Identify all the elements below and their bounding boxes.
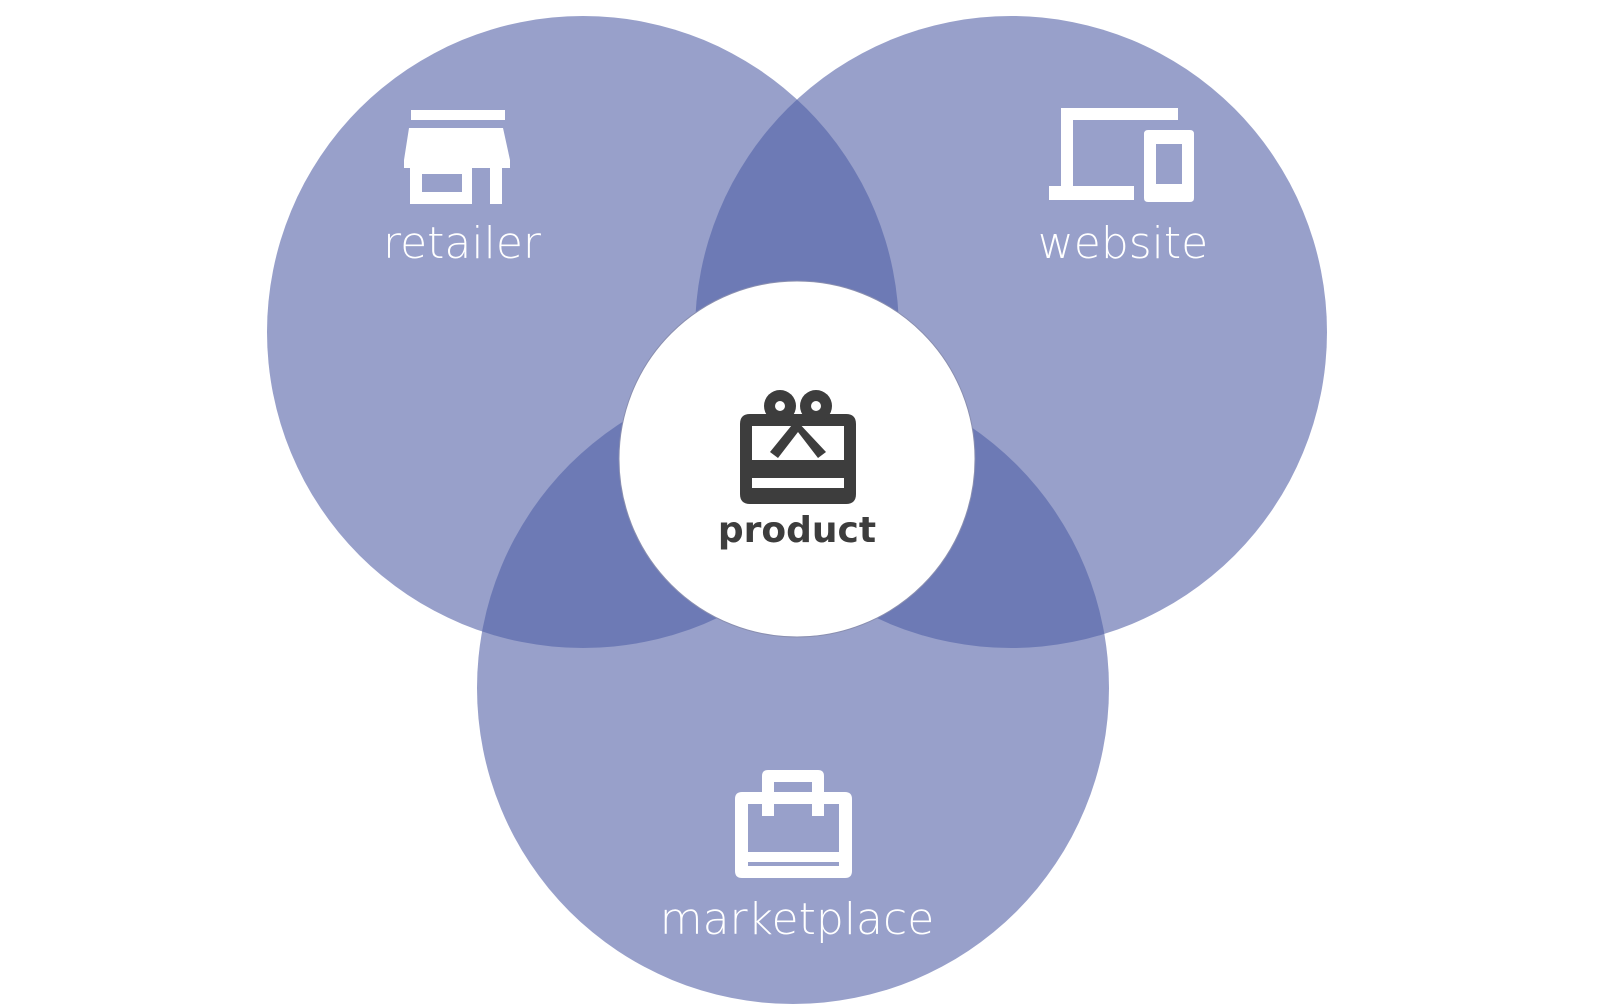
laptop-phone-icon	[1049, 108, 1194, 202]
gift-card-icon	[740, 390, 856, 504]
shopping-bag-icon	[735, 770, 852, 878]
product-center-circle	[618, 280, 976, 638]
storefront-icon	[404, 110, 510, 204]
marketplace-label: marketplace	[660, 894, 935, 945]
product-label: product	[718, 510, 876, 551]
retailer-label: retailer	[383, 218, 542, 269]
website-label: website	[1038, 218, 1208, 269]
